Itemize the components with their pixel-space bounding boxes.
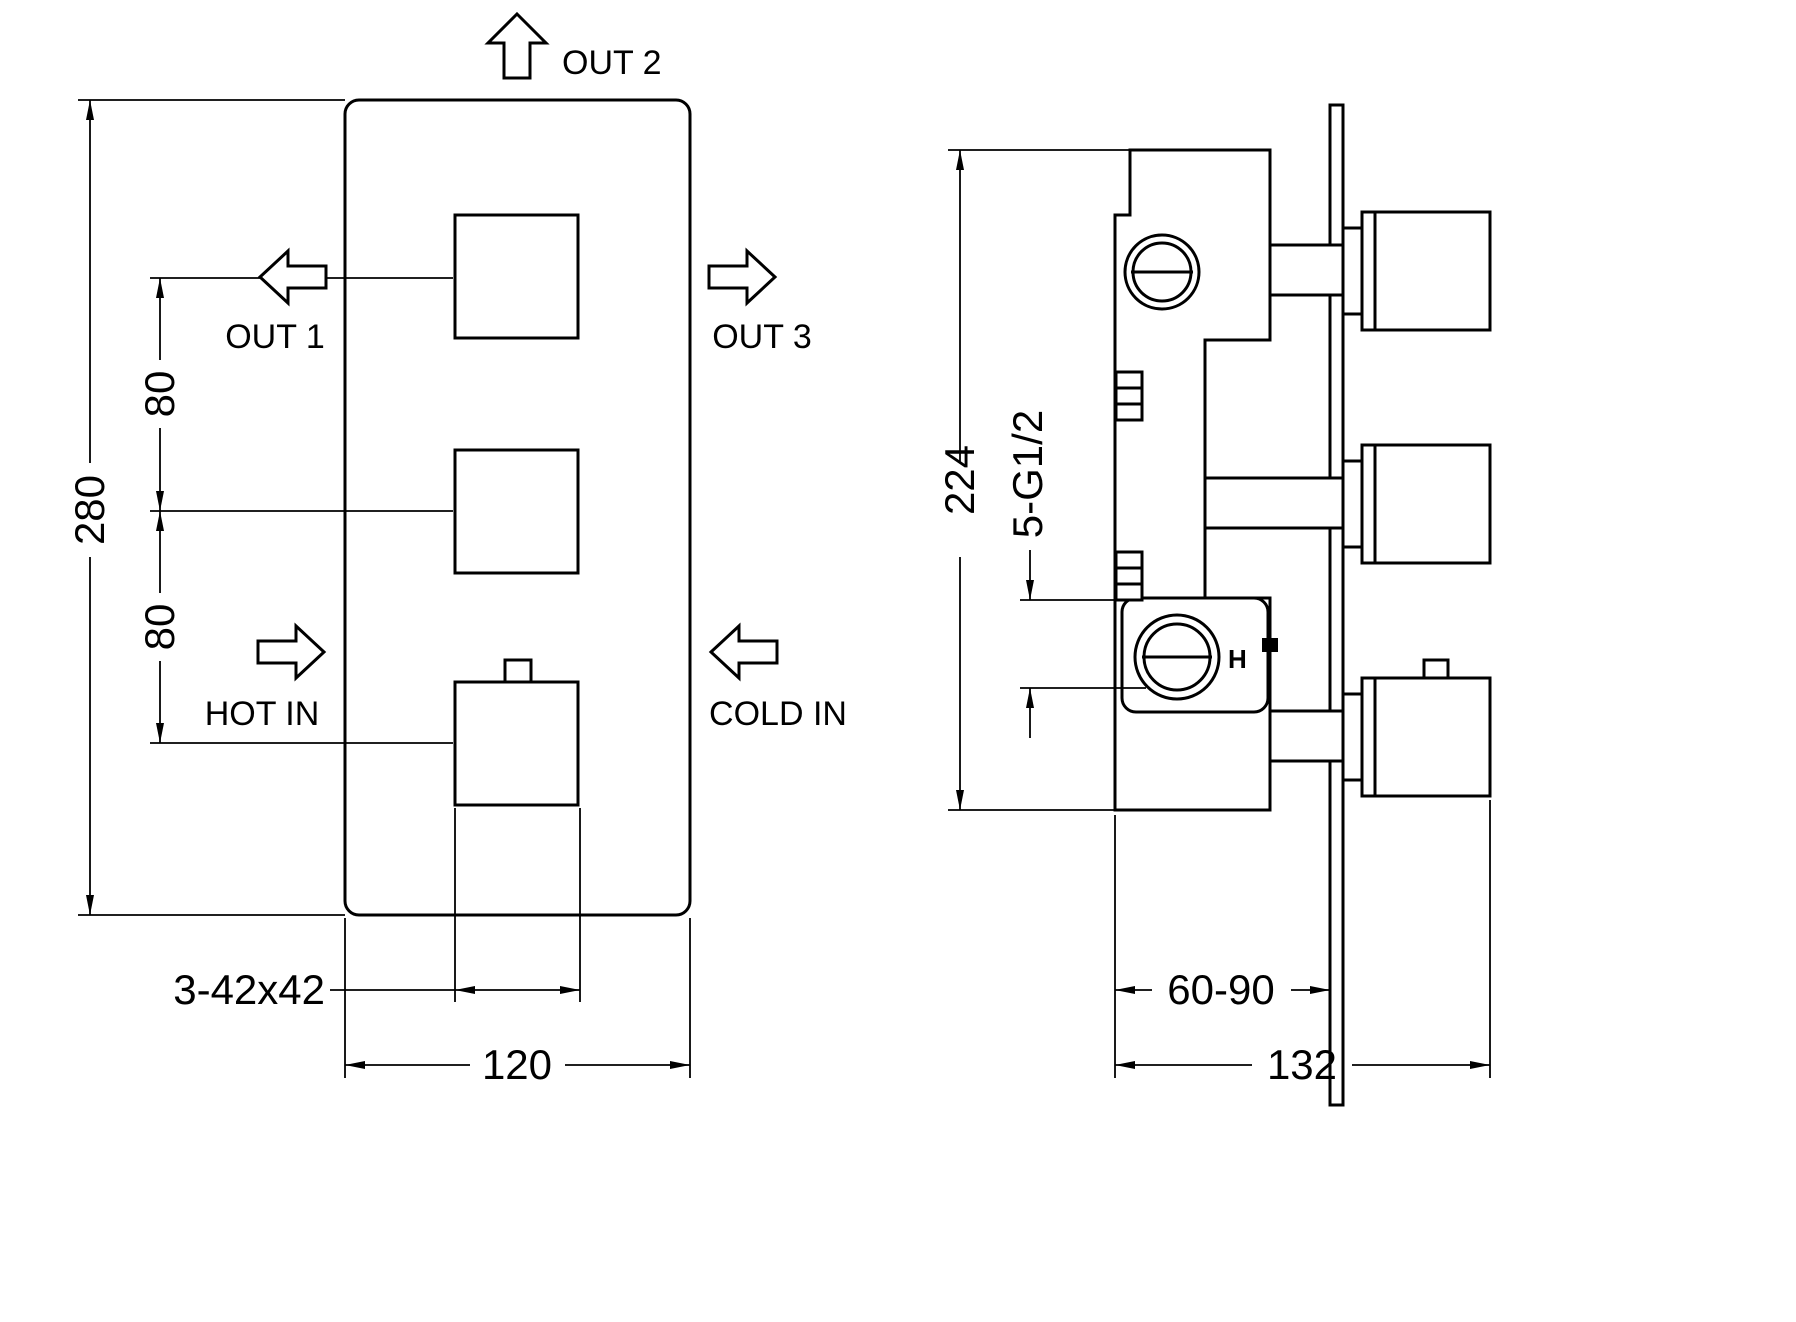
bottom-inlet-port bbox=[1133, 613, 1221, 701]
side-port-plug-upper bbox=[1114, 370, 1144, 422]
handle-square-bottom bbox=[453, 680, 580, 807]
handle-middle bbox=[1360, 443, 1492, 565]
top-inlet-port bbox=[1123, 233, 1201, 311]
out3-label: OUT 3 bbox=[712, 318, 812, 356]
dim-port-spacing-upper: 80 bbox=[136, 371, 183, 418]
handle-square-middle bbox=[453, 448, 580, 575]
handle-stem-bottom bbox=[1268, 709, 1345, 763]
handle-stem-middle bbox=[1203, 476, 1345, 530]
dim-body-height: 224 bbox=[936, 445, 983, 515]
handle-collar-top bbox=[1341, 226, 1364, 316]
dim-overall-depth: 132 bbox=[1267, 1041, 1337, 1088]
out1-label: OUT 1 bbox=[225, 318, 325, 356]
handle-collar-bottom bbox=[1341, 692, 1364, 782]
dim-overall-width: 120 bbox=[482, 1041, 552, 1088]
hot-in-label: HOT IN bbox=[205, 695, 320, 733]
wall-plate bbox=[1328, 103, 1345, 1107]
retainer-clip-mark bbox=[1262, 638, 1278, 652]
cold-in-label: COLD IN bbox=[709, 695, 847, 733]
arrow-right-out3-icon bbox=[707, 247, 778, 307]
handle-bottom bbox=[1360, 658, 1492, 798]
handle-stem-top bbox=[1268, 243, 1345, 297]
dim-overall-height: 280 bbox=[66, 475, 113, 545]
arrow-left-out1-icon bbox=[257, 247, 328, 307]
side-port-plug-lower bbox=[1114, 550, 1144, 602]
dim-handle-cutouts: 3-42x42 bbox=[173, 966, 325, 1013]
handle-top bbox=[1360, 210, 1492, 332]
arrow-up-out2-icon bbox=[484, 11, 550, 80]
dim-thread-ports: 5-G1/2 bbox=[1004, 410, 1051, 538]
front-view: OUT 2 OUT 1 OUT 3 HOT IN COLD IN 280 80 … bbox=[66, 11, 847, 1088]
dim-port-spacing-lower: 80 bbox=[136, 604, 183, 651]
handle-collar-middle bbox=[1341, 459, 1364, 549]
front-dimension-lines bbox=[78, 99, 691, 1078]
arrow-left-cold-in-icon bbox=[708, 622, 779, 682]
temp-handle-tab-side bbox=[1422, 658, 1450, 680]
handle-square-top bbox=[453, 213, 580, 340]
side-view: H bbox=[936, 103, 1492, 1107]
arrow-right-hot-in-icon bbox=[256, 622, 327, 682]
dim-depth-range: 60-90 bbox=[1167, 966, 1274, 1013]
temp-handle-tab bbox=[503, 658, 533, 684]
hot-marking: H bbox=[1228, 644, 1247, 674]
out2-label: OUT 2 bbox=[562, 44, 662, 82]
side-dimension-lines bbox=[948, 149, 1491, 1078]
